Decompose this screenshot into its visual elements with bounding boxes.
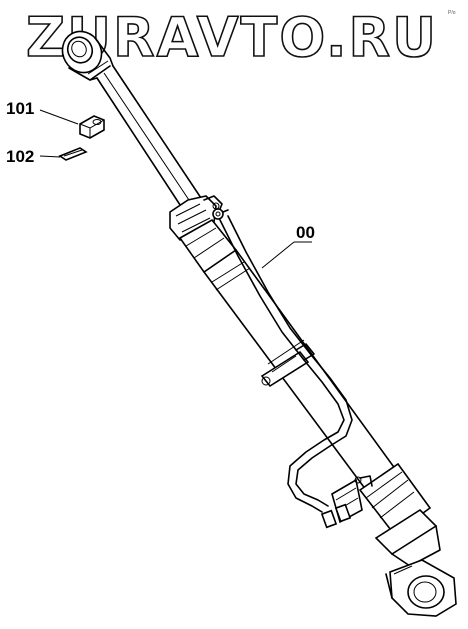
- hose-clamp-upper: [260, 343, 315, 388]
- part-101-bushing: [79, 115, 105, 139]
- corner-note: P/o: [448, 10, 456, 16]
- piston-rod: [96, 65, 206, 215]
- hose-clamp-lower: [320, 475, 373, 529]
- rod-gland: [169, 195, 238, 274]
- callout-leaders: [39, 109, 312, 269]
- cylinder-barrel: [203, 249, 397, 499]
- part-102-ring: [58, 147, 88, 161]
- label-102: 102: [6, 147, 34, 166]
- callout-labels: 101 102 00: [6, 99, 315, 242]
- hydraulic-pipe: [212, 208, 353, 513]
- rod-end-eye: [61, 30, 114, 81]
- base-end-eye: [385, 559, 457, 617]
- label-101: 101: [6, 99, 34, 118]
- label-00: 00: [296, 223, 315, 242]
- cylinder-base: [358, 462, 441, 567]
- cylinder-assembly: [61, 30, 457, 617]
